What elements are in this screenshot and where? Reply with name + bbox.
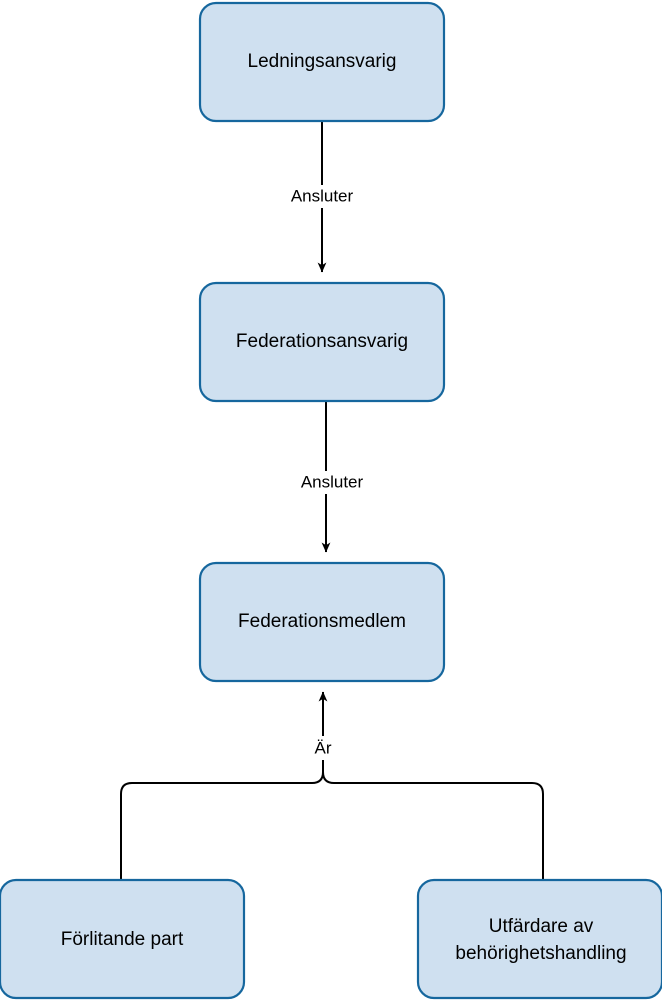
node-federationsmedlem[interactable]: Federationsmedlem xyxy=(198,561,446,683)
node-label-line-1: Utfärdare av xyxy=(489,916,594,937)
node-label-line-2: behörighetshandling xyxy=(455,943,626,964)
node-ledningsansvarig[interactable]: Ledningsansvarig xyxy=(198,1,446,123)
node-label: Förlitande part xyxy=(61,929,184,950)
node-utfardare-av-behorighetshandling[interactable]: Utfärdare av behörighetshandling xyxy=(416,878,662,1000)
edge-branch-right xyxy=(322,766,544,880)
node-shape xyxy=(198,561,446,683)
edge-ledning-to-federationsansvarig[interactable]: Ansluter xyxy=(280,121,364,273)
edge-branch-left xyxy=(120,766,324,880)
node-shape xyxy=(198,1,446,123)
edge-label-background xyxy=(302,736,344,760)
edge-parter-to-federationsmedlem[interactable]: Är xyxy=(120,691,544,880)
node-shape xyxy=(198,281,446,403)
node-label: Federationsansvarig xyxy=(236,331,408,352)
node-label: Ledningsansvarig xyxy=(248,51,397,72)
node-federationsansvarig[interactable]: Federationsansvarig xyxy=(198,281,446,403)
edge-label-background xyxy=(280,185,364,208)
edge-label-ansluter-2: Ansluter xyxy=(301,472,364,491)
node-shape xyxy=(0,878,246,1000)
edge-label-ansluter-1: Ansluter xyxy=(291,186,354,205)
edge-label-background xyxy=(290,471,374,494)
edge-label-ar: Är xyxy=(315,738,332,757)
node-label: Federationsmedlem xyxy=(238,611,406,632)
edge-federationsansvarig-to-federationsmedlem[interactable]: Ansluter xyxy=(290,401,374,553)
node-shape xyxy=(416,878,662,1000)
node-forlitande-part[interactable]: Förlitande part xyxy=(0,878,246,1000)
